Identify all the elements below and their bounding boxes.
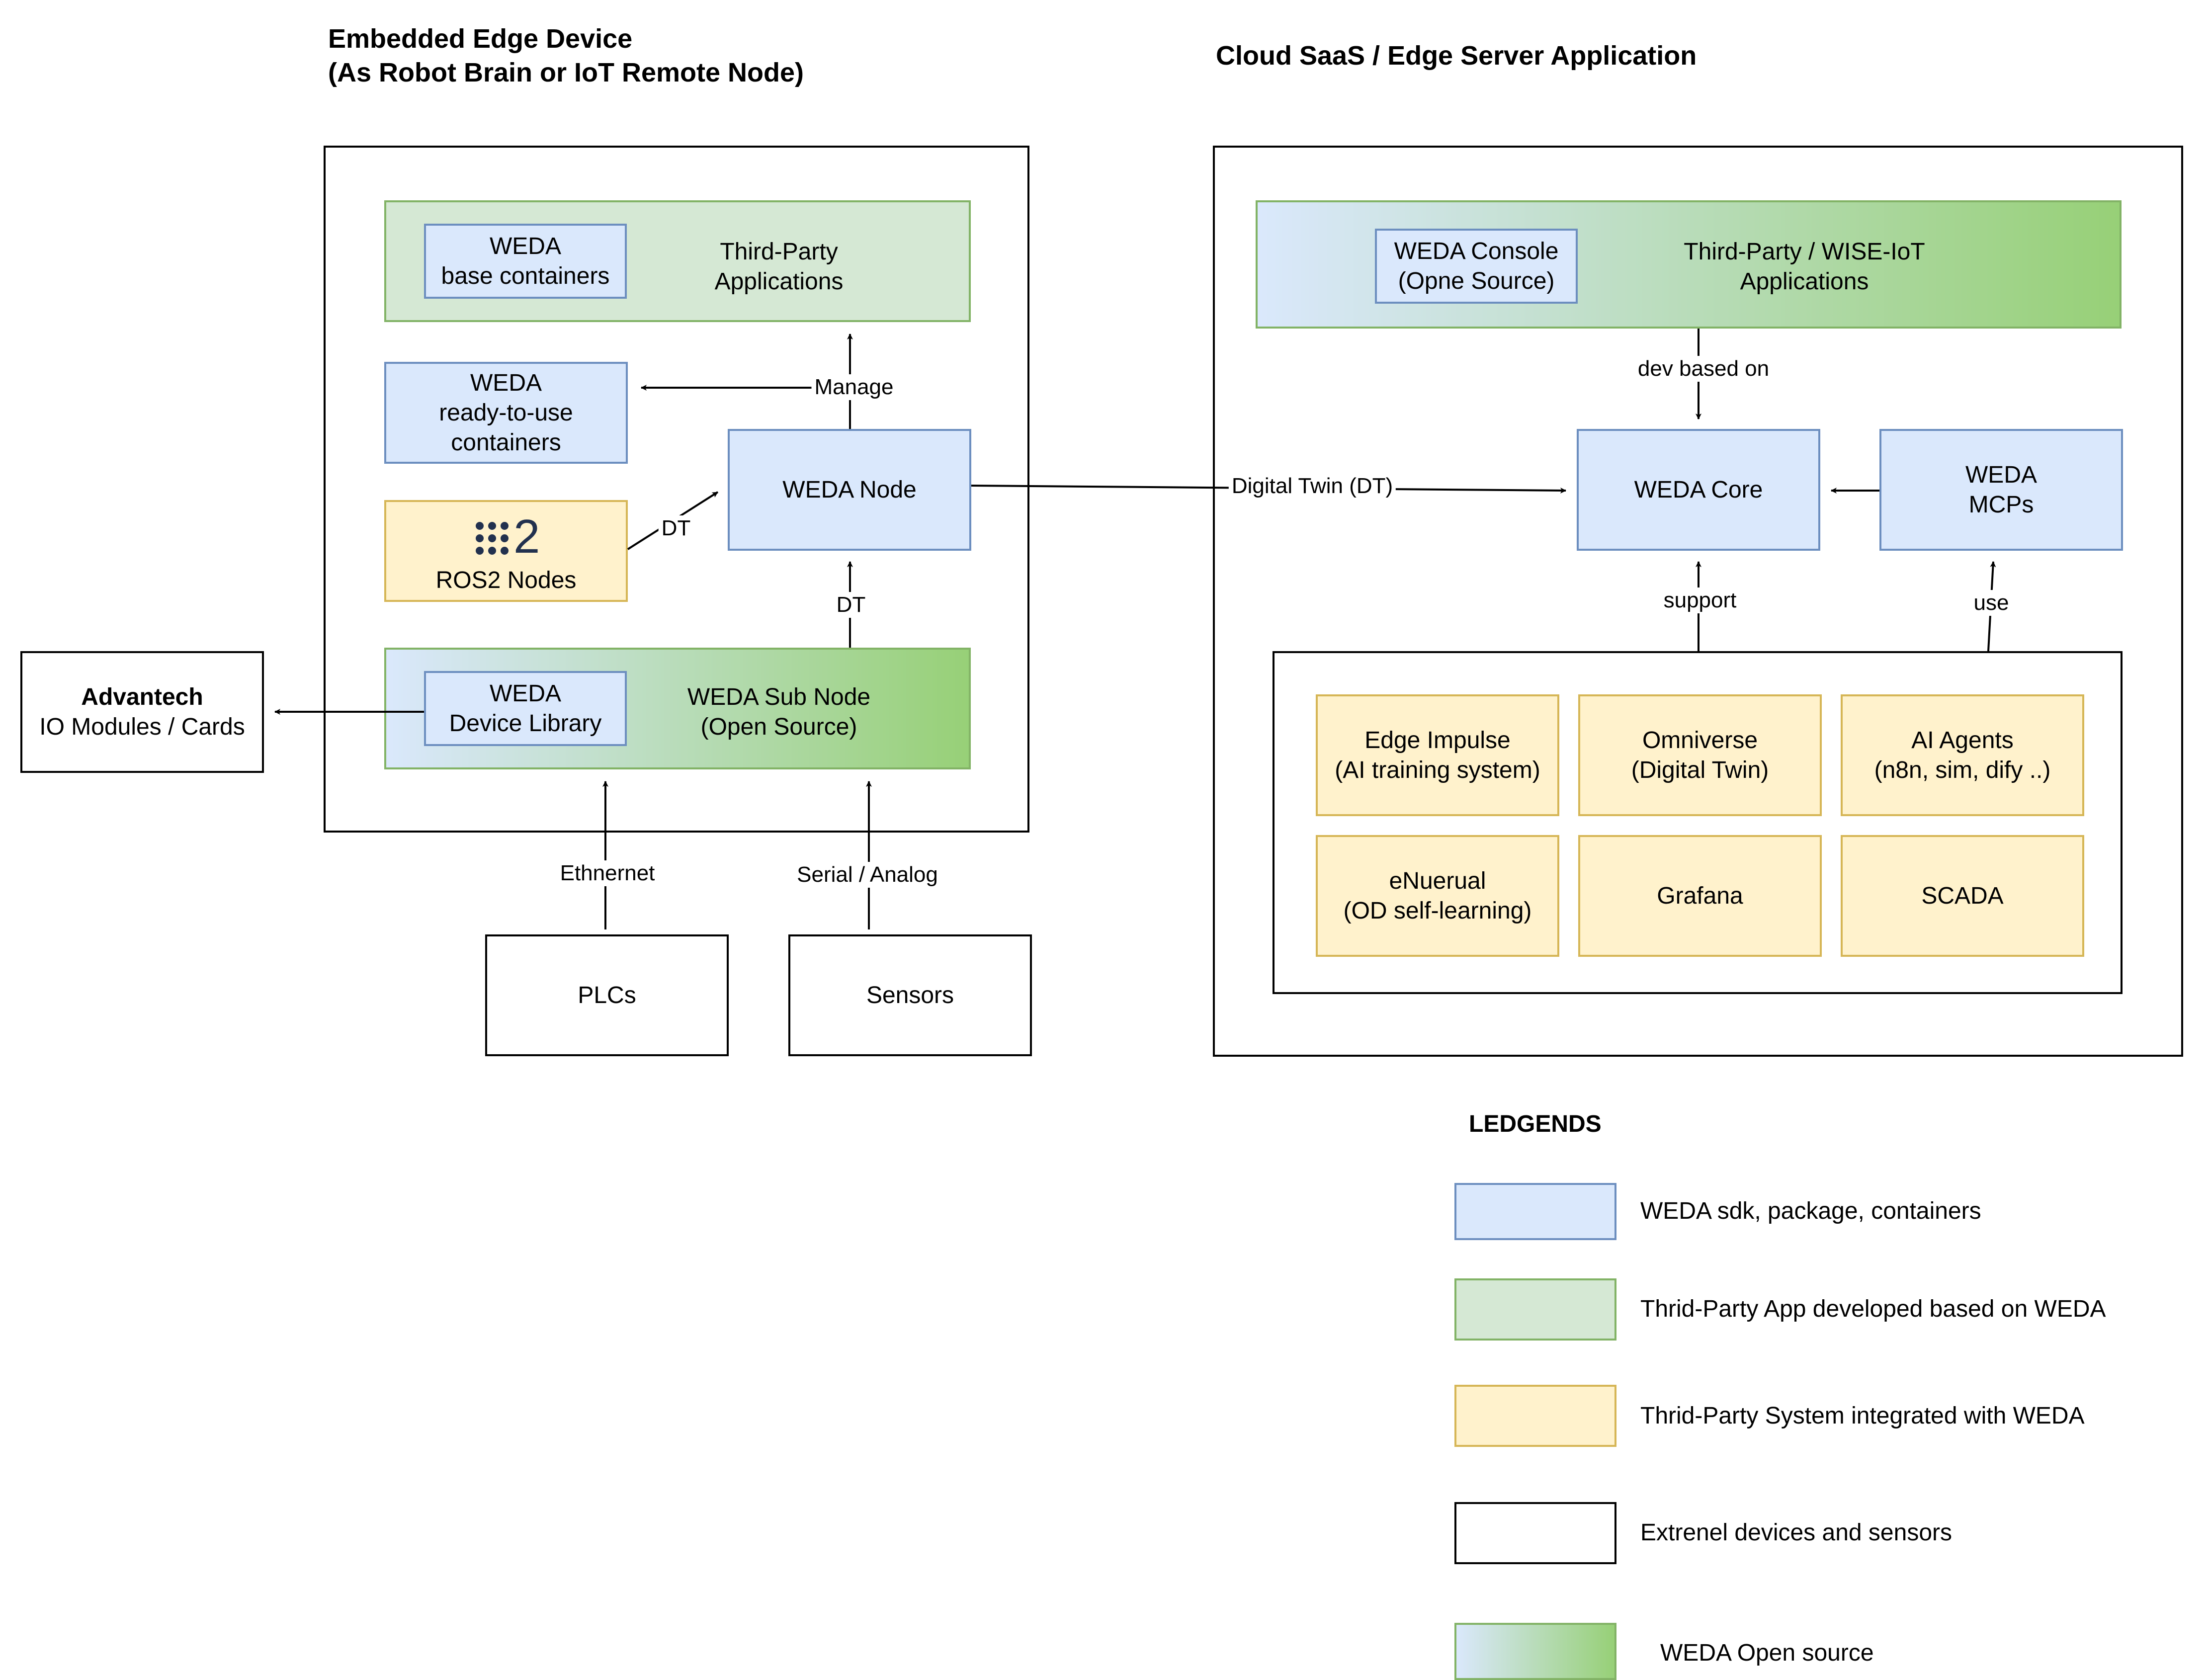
grafana[interactable]: Grafana <box>1578 835 1822 957</box>
digital-twin-label: Digital Twin (DT) <box>1228 473 1396 499</box>
serial-label: Serial / Analog <box>794 862 941 888</box>
ai-agents[interactable]: AI Agents (n8n, sim, dify ..) <box>1841 694 2084 816</box>
legend-swatch-third-party-system <box>1454 1385 1616 1447</box>
manage-label: Manage <box>811 374 897 400</box>
enuerual[interactable]: eNuerual (OD self-learning) <box>1316 835 1559 957</box>
edge-device-frame <box>324 146 1029 833</box>
legend-label-open-source: WEDA Open source <box>1660 1640 1874 1666</box>
legend-label-third-party-app: Thrid-Party App developed based on WEDA <box>1640 1296 2106 1322</box>
scada[interactable]: SCADA <box>1841 835 2084 957</box>
legend-label-external: Extrenel devices and sensors <box>1640 1519 1952 1546</box>
legend-swatch-weda <box>1454 1183 1616 1240</box>
wise-iot-apps-label: Third-Party / WISE-IoT Applications <box>1684 239 1925 295</box>
weda-node[interactable]: WEDA Node <box>728 429 971 551</box>
weda-mcps[interactable]: WEDA MCPs <box>1879 429 2123 551</box>
ros2-dt-label: DT <box>658 515 694 541</box>
sensors-box[interactable]: Sensors <box>788 934 1032 1056</box>
edge-title-line1: Embedded Edge Device <box>328 24 633 54</box>
sub-node-dt-label: DT <box>833 592 869 618</box>
weda-console[interactable]: WEDA Console (Opne Source) <box>1375 229 1578 304</box>
edge-device-title: Embedded Edge Device (As Robot Brain or … <box>328 22 804 89</box>
cloud-frame <box>1213 146 2183 1057</box>
omniverse[interactable]: Omniverse (Digital Twin) <box>1578 694 1822 816</box>
ros2-nodes[interactable]: 2 ROS2 Nodes <box>384 500 628 602</box>
third-party-systems-frame <box>1273 651 2123 994</box>
weda-sub-node-label: WEDA Sub Node (Open Source) <box>687 684 871 740</box>
support-label: support <box>1660 588 1740 613</box>
advantech-label: Advantech <box>81 683 203 710</box>
io-modules-label: IO Modules / Cards <box>39 713 245 740</box>
edge-title-line2: (As Robot Brain or IoT Remote Node) <box>328 58 804 87</box>
cloud-title: Cloud SaaS / Edge Server Application <box>1216 41 1697 71</box>
use-label: use <box>1970 590 2012 616</box>
legend-swatch-open-source <box>1454 1623 1616 1680</box>
legend-swatch-external <box>1454 1502 1616 1564</box>
ros2-logo-number: 2 <box>513 510 540 563</box>
legend-title: LEDGENDS <box>1469 1111 1602 1137</box>
weda-ready-containers[interactable]: WEDA ready-to-use containers <box>384 362 628 464</box>
legend-label-weda: WEDA sdk, package, containers <box>1640 1198 1981 1224</box>
advantech-io-modules[interactable]: Advantech IO Modules / Cards <box>20 651 264 773</box>
ros-dots-icon <box>476 522 509 555</box>
legend-label-third-party-system: Thrid-Party System integrated with WEDA <box>1640 1403 2085 1429</box>
legend-swatch-third-party-app <box>1454 1278 1616 1341</box>
third-party-apps-label: Third-Party Applications <box>714 239 844 295</box>
edge-impulse[interactable]: Edge Impulse (AI training system) <box>1316 694 1559 816</box>
weda-core[interactable]: WEDA Core <box>1577 429 1820 551</box>
dev-based-on-label: dev based on <box>1634 356 1773 382</box>
weda-base-containers[interactable]: WEDA base containers <box>424 224 627 299</box>
plcs-box[interactable]: PLCs <box>485 934 729 1056</box>
ros2-nodes-label: ROS2 Nodes <box>435 567 577 593</box>
ethernet-label: Ethnernet <box>557 860 658 886</box>
weda-device-library[interactable]: WEDA Device Library <box>424 671 627 746</box>
